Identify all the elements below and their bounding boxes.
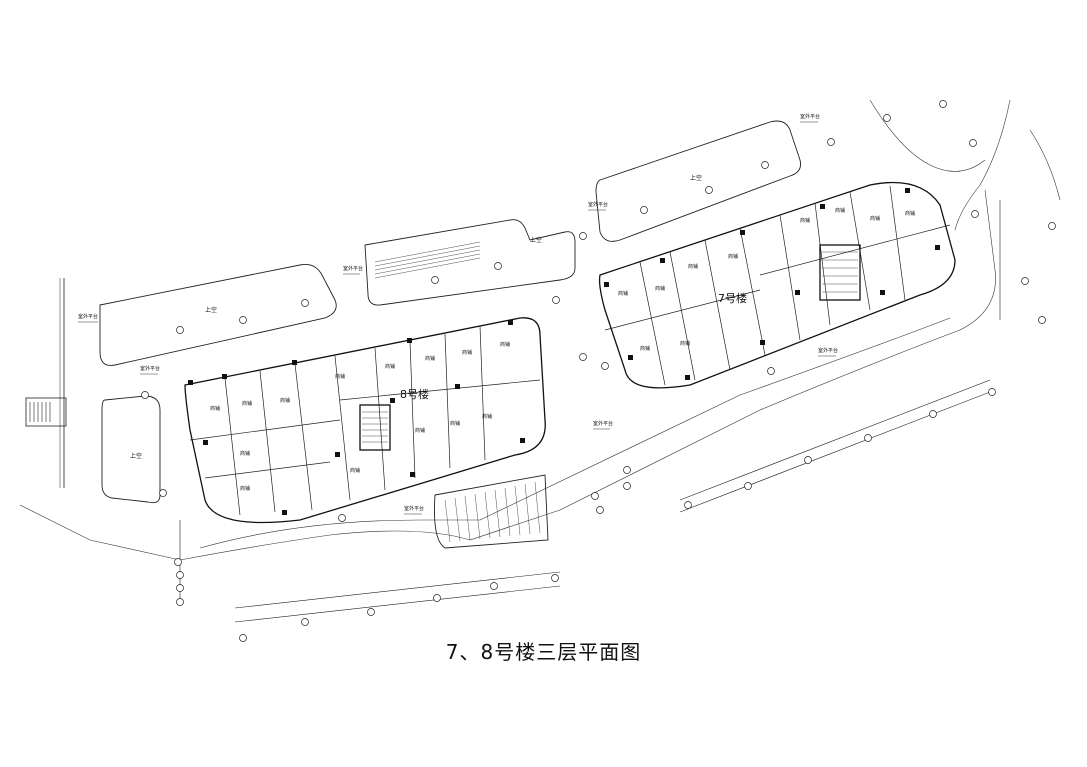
grid-bubbles — [141, 100, 1056, 642]
building-8-label: 8号楼 — [400, 387, 429, 401]
terrace-annotations: 室外平台 室外平台 室外平台 室外平台 室外平台 室外平台 室外平台 室外平台 — [78, 113, 838, 515]
room-label: 商铺 — [242, 400, 252, 407]
void-label-4: 上空 — [690, 174, 702, 182]
room-label: 商铺 — [500, 341, 510, 348]
room-label: 商铺 — [240, 450, 250, 457]
room-label: 商铺 — [870, 215, 880, 222]
room-labels: 商铺 商铺 商铺 商铺 商铺 商铺 商铺 商铺 商铺 商铺 商铺 商铺 商铺 商… — [210, 207, 915, 492]
room-label: 商铺 — [462, 349, 472, 356]
room-label: 商铺 — [425, 355, 435, 362]
room-label: 商铺 — [655, 285, 665, 292]
room-label: 商铺 — [640, 345, 650, 352]
building-7: 7号楼 — [598, 181, 956, 389]
entrance-stair — [434, 474, 549, 549]
void-areas: 上空 上空 上空 上空 — [99, 120, 801, 504]
room-label: 商铺 — [688, 263, 698, 270]
left-edge-stair — [19, 278, 181, 561]
building-7-label: 7号楼 — [718, 291, 747, 305]
room-label: 商铺 — [835, 207, 845, 214]
room-label: 商铺 — [680, 340, 690, 347]
room-label: 商铺 — [280, 397, 290, 404]
terrace-label: 室外平台 — [140, 365, 160, 372]
room-label: 商铺 — [240, 485, 250, 492]
drawing-title: 7、8号楼三层平面图 — [445, 640, 642, 664]
terrace-label: 室外平台 — [343, 265, 363, 272]
room-label: 商铺 — [210, 405, 220, 412]
room-label: 商铺 — [905, 210, 915, 217]
room-label: 商铺 — [415, 427, 425, 434]
terrace-label: 室外平台 — [588, 201, 608, 208]
terrace-label: 室外平台 — [404, 505, 424, 512]
room-label: 商铺 — [728, 253, 738, 260]
dimension-lines — [179, 200, 1001, 623]
room-label: 商铺 — [800, 217, 810, 224]
terrace-label: 室外平台 — [818, 347, 838, 354]
void-label-3: 上空 — [530, 236, 542, 244]
terrace-label: 室外平台 — [800, 113, 820, 120]
void-label-2: 上空 — [130, 452, 142, 460]
terrace-label: 室外平台 — [78, 313, 98, 320]
building-8: 8号楼 — [184, 317, 546, 524]
room-label: 商铺 — [618, 290, 628, 297]
room-label: 商铺 — [335, 373, 345, 380]
room-label: 商铺 — [385, 363, 395, 370]
void-label-1: 上空 — [205, 306, 217, 314]
room-label: 商铺 — [482, 413, 492, 420]
room-label: 商铺 — [450, 420, 460, 427]
site-lines — [179, 99, 1061, 561]
room-label: 商铺 — [350, 467, 360, 474]
terrace-label: 室外平台 — [593, 420, 613, 427]
